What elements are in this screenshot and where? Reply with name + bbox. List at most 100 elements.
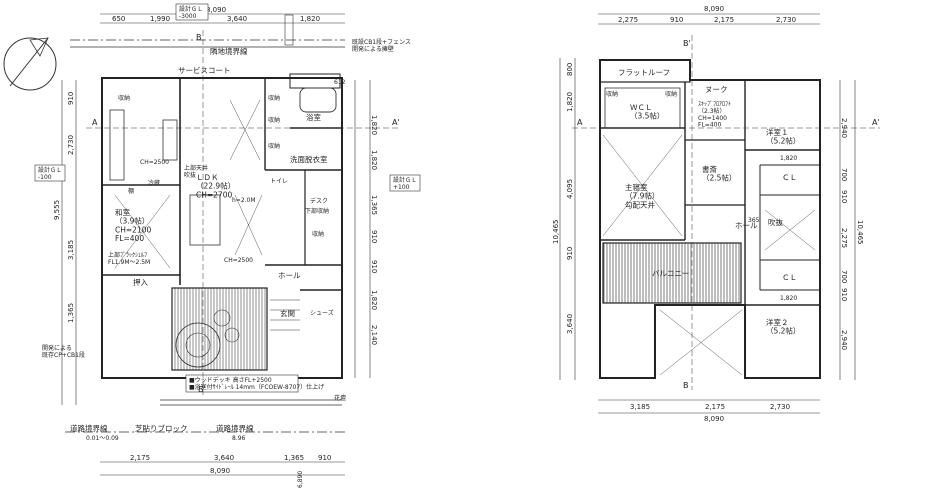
sf-wcl-label: ＷＣＬ（3.5帖） — [630, 103, 664, 121]
gf-right-dim-6: 1,820 — [370, 290, 378, 310]
gf-left-dim-2: 2,730 — [67, 135, 75, 155]
gf-left-dim-5: 1,365 — [67, 303, 75, 323]
sf-right-dim-3: 910 — [840, 190, 848, 203]
sf-youshitsu2-label: 洋室２（5.2帖） — [766, 317, 800, 336]
sf-fukinuke-label: 吹抜 — [768, 217, 783, 227]
gf-section-b2: B' — [198, 385, 206, 394]
gf-flower-label: 花壇 — [334, 394, 346, 402]
gf-road-line-right: 道路境界線 — [216, 423, 254, 433]
gf-dim-612: 612 — [334, 79, 346, 86]
sf-bottom-dim-1: 3,185 — [630, 403, 650, 411]
sf-section-a: A — [577, 118, 583, 127]
gf-left-dim-1: 910 — [67, 92, 75, 105]
sf-right-dim-6: 910 — [840, 288, 848, 301]
gf-total-width: 8,090 — [206, 6, 226, 14]
sf-cl2-label: ＣＬ — [782, 273, 797, 282]
gf-road-line-left: 道路境界線 — [70, 423, 108, 433]
gf-left-note: 開発による既存CP+CB1段 — [42, 344, 85, 359]
gf-storage-label-4: 収納 — [268, 142, 280, 150]
gf-hall-label: ホール — [278, 271, 301, 280]
gf-deck-note: ■ウッドデッキ 高さFL+2500■浴室付ｻｲﾄﾞﾚｰﾙ 14mm（FCOEW-… — [185, 374, 324, 393]
sf-study-label: 書斎（2.5帖） — [702, 164, 736, 183]
gf-left-dim-4: 3,185 — [67, 240, 75, 260]
gf-ldk-label: ＬＤＫ（22.9帖）CH=2700 — [196, 173, 235, 199]
sf-storage-label-1: 収納 — [606, 90, 618, 98]
gf-section-a2: A' — [392, 118, 400, 127]
gf-bottom-dim-3: 1,365 — [284, 454, 304, 462]
gf-shoes-label: シューズ — [310, 309, 334, 317]
gf-setting-gl-right: 設計ＧＬ+100 — [389, 174, 421, 192]
svg-text:設計ＧＬ-100: 設計ＧＬ-100 — [38, 166, 62, 181]
sf-hall-label: ホール — [735, 221, 758, 230]
gf-bottom-dim-2: 3,640 — [214, 454, 234, 462]
gf-right-dim-4: 910 — [370, 230, 378, 243]
gf-top-dim-1: 650 — [112, 15, 125, 23]
gf-ch2500b-label: CH=2500 — [224, 257, 253, 264]
sf-nook-label: ヌーク — [705, 85, 728, 94]
sf-top-dim-1: 2,275 — [618, 16, 638, 24]
sf-right-dim-4: 2,275 — [840, 228, 848, 248]
sf-cl-dim-1: 1,820 — [780, 155, 797, 162]
sf-flat-roof-label: フラットルーフ — [618, 68, 670, 77]
ground-floor-plan: 8,090 650 1,990 3,640 1,820 設計ＧＬ-3000 隣地… — [34, 3, 421, 488]
sf-bottom-total: 8,090 — [704, 415, 724, 423]
sf-bottom-dim-3: 2,730 — [770, 403, 790, 411]
gf-top-dim-3: 3,640 — [227, 15, 247, 23]
gf-section-b: B — [196, 33, 202, 42]
gf-top-dim-2: 1,990 — [150, 15, 170, 23]
gf-sashiire-label: 押入 — [133, 277, 148, 287]
gf-bottom-dim-1: 2,175 — [130, 454, 150, 462]
gf-left-dim-3: 9,555 — [53, 200, 61, 220]
svg-text:設計ＧＬ+100: 設計ＧＬ+100 — [393, 176, 417, 191]
sf-master-label: 主寝室（7.9帖）勾配天井 — [625, 182, 659, 209]
sf-top-dim-2: 910 — [670, 16, 683, 24]
sf-right-dim-2: 700 — [840, 168, 848, 181]
sf-cl1-label: ＣＬ — [782, 173, 797, 182]
gf-ch2500-label: CH=2500 — [140, 159, 169, 166]
gf-top-dim-4: 1,820 — [300, 15, 320, 23]
gf-right-dim-1: 1,820 — [370, 115, 378, 135]
gf-road-dim-left: 0.01〜0.09 — [86, 435, 119, 442]
sf-right-dim-5: 700 — [840, 270, 848, 283]
sf-left-dim-5: 910 — [566, 247, 574, 260]
sf-youshitsu1-label: 洋室１（5.2帖） — [766, 127, 800, 146]
sf-right-dim-total: 10,465 — [856, 220, 864, 245]
gf-washroom-label: 洗面脱衣室 — [290, 154, 328, 164]
gf-desk-label: デスク — [310, 197, 328, 205]
sf-section-b2: B' — [683, 39, 691, 48]
second-floor-plan: 8,090 2,275 910 2,175 2,730 800 1,820 4,… — [552, 5, 880, 423]
gf-storage-label-5: 収納 — [312, 230, 324, 238]
gf-service-court: サービスコート — [178, 66, 231, 75]
gf-fridge-label: 冷蔵 — [148, 179, 160, 187]
sf-top-total: 8,090 — [704, 5, 724, 13]
gf-storage-label-2: 収納 — [268, 94, 280, 102]
gf-pantry-label: 下部収納 — [305, 207, 329, 215]
gf-bottom-dim-4: 910 — [318, 454, 331, 462]
gf-road-dim-right: 8.96 — [232, 435, 246, 442]
sf-left-dim-3: 4,095 — [566, 179, 574, 199]
svg-text:設計ＧＬ-3000: 設計ＧＬ-3000 — [179, 5, 203, 20]
svg-text:■ウッドデッキ 高さFL+2500■浴室付ｻｲﾄﾞﾚｰﾙ 1: ■ウッドデッキ 高さFL+2500■浴室付ｻｲﾄﾞﾚｰﾙ 14mm（FCOEW-… — [189, 376, 324, 391]
gf-kitchen-note: 上部天井吹抜 — [184, 164, 208, 179]
gf-dim-6890: 6,890 — [297, 471, 304, 488]
gf-boundary-top: 隣地境界線 — [210, 46, 248, 56]
gf-storage-label-1: 収納 — [118, 94, 130, 102]
gf-fence-block: 芝貼りブロック — [135, 423, 188, 433]
sf-right-dim-7: 2,940 — [840, 330, 848, 350]
gf-right-dim-3: 1,365 — [370, 195, 378, 215]
sf-bottom-dim-2: 2,175 — [705, 403, 725, 411]
sf-section-a2: A' — [872, 118, 880, 127]
sf-balcony-label: バルコニー — [652, 269, 689, 278]
gf-h-note: h=2.0M — [232, 197, 256, 204]
sf-top-dim-4: 2,730 — [776, 16, 796, 24]
gf-setting-gl-left: 設計ＧＬ-100 — [34, 164, 66, 182]
gf-bath-label: 浴室 — [306, 112, 321, 122]
sf-left-dim-6: 3,640 — [566, 314, 574, 334]
gf-shelf-label: 棚 — [128, 187, 134, 195]
north-arrow-icon — [3, 37, 57, 91]
sf-left-dim-2: 1,820 — [566, 92, 574, 112]
sf-stair-note: 365 — [748, 217, 760, 224]
gf-bottom-total: 8,090 — [210, 467, 230, 475]
